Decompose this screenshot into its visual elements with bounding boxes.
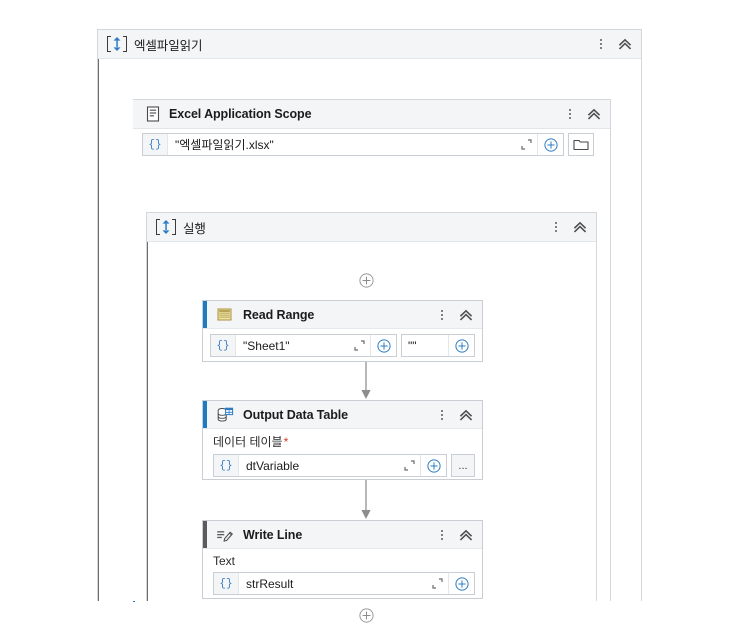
write-line-text-value: strResult (246, 576, 294, 591)
more-options-icon[interactable] (551, 220, 561, 234)
do-sequence[interactable]: 실행 (146, 212, 597, 623)
collapse-chevron-icon[interactable] (459, 528, 473, 542)
expression-brace-icon: {} (211, 335, 236, 356)
data-table-label-text: 데이터 테이블 (213, 435, 283, 449)
write-line-text-row: {} strResult (213, 572, 475, 595)
activity-accent-bar (203, 521, 207, 548)
excel-scope-title: Excel Application Scope (169, 107, 312, 121)
folder-browse-icon[interactable] (568, 133, 594, 156)
activity-output-data-table[interactable]: Output Data Table (202, 400, 483, 480)
read-range-header[interactable]: Read Range (203, 301, 482, 329)
more-options-icon[interactable] (437, 308, 447, 322)
open-editor-icon[interactable] (426, 573, 448, 594)
activity-read-range[interactable]: Read Range (202, 300, 483, 362)
add-expression-icon[interactable] (537, 134, 563, 155)
do-sequence-title: 실행 (183, 221, 206, 236)
do-sequence-body: Read Range (147, 242, 596, 623)
data-table-field-label: 데이터 테이블* (213, 433, 475, 450)
activity-write-line[interactable]: Write Line (202, 520, 483, 599)
write-line-title: Write Line (243, 527, 303, 542)
collapse-chevron-icon[interactable] (587, 107, 601, 121)
document-icon (146, 106, 160, 122)
read-range-title: Read Range (243, 307, 315, 322)
data-table-icon (217, 407, 234, 422)
write-line-body: Text {} strResult (203, 549, 482, 601)
excel-scope-header[interactable]: Excel Application Scope (133, 100, 610, 129)
activity-accent-bar (203, 301, 207, 328)
more-options-icon[interactable] (437, 528, 447, 542)
excel-scope-body: {} "엑셀파일읽기.xlsx" (133, 129, 610, 623)
collapse-chevron-icon[interactable] (573, 220, 587, 234)
more-options-icon[interactable] (596, 37, 606, 51)
read-range-fields: {} "Sheet1" (210, 334, 475, 357)
add-activity-icon[interactable] (359, 608, 374, 623)
add-expression-icon[interactable] (448, 335, 474, 356)
write-line-header[interactable]: Write Line (203, 521, 482, 549)
activity-accent-bar (203, 401, 207, 428)
output-data-table-title: Output Data Table (243, 407, 349, 422)
output-data-table-header[interactable]: Output Data Table (203, 401, 482, 429)
read-range-range-input[interactable]: "" (401, 334, 475, 357)
required-marker: * (283, 435, 289, 449)
flow-arrow-icon (359, 480, 373, 520)
root-sequence-title: 엑셀파일읽기 (134, 38, 203, 53)
expression-brace-icon: {} (143, 134, 168, 155)
more-editor-icon[interactable]: ... (451, 454, 475, 477)
write-line-text-input[interactable]: {} strResult (213, 572, 475, 595)
read-range-sheet-input[interactable]: {} "Sheet1" (210, 334, 397, 357)
output-data-table-body: 데이터 테이블* {} dtVariable (203, 429, 482, 483)
add-activity-icon[interactable] (359, 273, 374, 288)
workbook-path-row: {} "엑셀파일읽기.xlsx" (142, 133, 594, 156)
open-editor-icon[interactable] (348, 335, 370, 356)
read-range-body: {} "Sheet1" (203, 329, 482, 362)
workbook-path-value: "엑셀파일읽기.xlsx" (175, 138, 274, 152)
collapse-chevron-icon[interactable] (459, 308, 473, 322)
read-range-range-value: "" (408, 338, 417, 353)
open-editor-icon[interactable] (515, 134, 537, 155)
root-sequence-rail (98, 59, 99, 601)
more-options-icon[interactable] (565, 107, 575, 121)
collapse-chevron-icon[interactable] (618, 37, 632, 51)
flow-arrow-icon (359, 362, 373, 400)
workflow-canvas: 엑셀파일읽기 (97, 29, 642, 623)
sequence-icon (107, 36, 127, 52)
root-sequence-header[interactable]: 엑셀파일읽기 (98, 30, 641, 59)
add-expression-icon[interactable] (420, 455, 446, 476)
excel-application-scope[interactable]: Excel Application Scope {} "엑셀파일읽기.xlsx" (133, 99, 611, 623)
sequence-icon (156, 219, 176, 235)
collapse-chevron-icon[interactable] (459, 408, 473, 422)
spreadsheet-icon (217, 308, 232, 320)
expression-brace-icon: {} (214, 455, 239, 476)
do-sequence-header[interactable]: 실행 (147, 213, 596, 242)
workbook-path-input[interactable]: {} "엑셀파일읽기.xlsx" (142, 133, 564, 156)
expression-brace-icon: {} (214, 573, 239, 594)
data-table-value: dtVariable (246, 458, 300, 473)
data-table-field-row: {} dtVariable (213, 454, 475, 477)
write-line-text-label: Text (213, 554, 475, 568)
write-pencil-icon (217, 530, 233, 542)
do-sequence-rail (147, 242, 148, 601)
more-options-icon[interactable] (437, 408, 447, 422)
write-line-label-text: Text (213, 554, 236, 568)
add-expression-icon[interactable] (448, 573, 474, 594)
open-editor-icon[interactable] (398, 455, 420, 476)
read-range-sheet-value: "Sheet1" (243, 338, 290, 353)
data-table-input[interactable]: {} dtVariable (213, 454, 447, 477)
add-expression-icon[interactable] (370, 335, 396, 356)
